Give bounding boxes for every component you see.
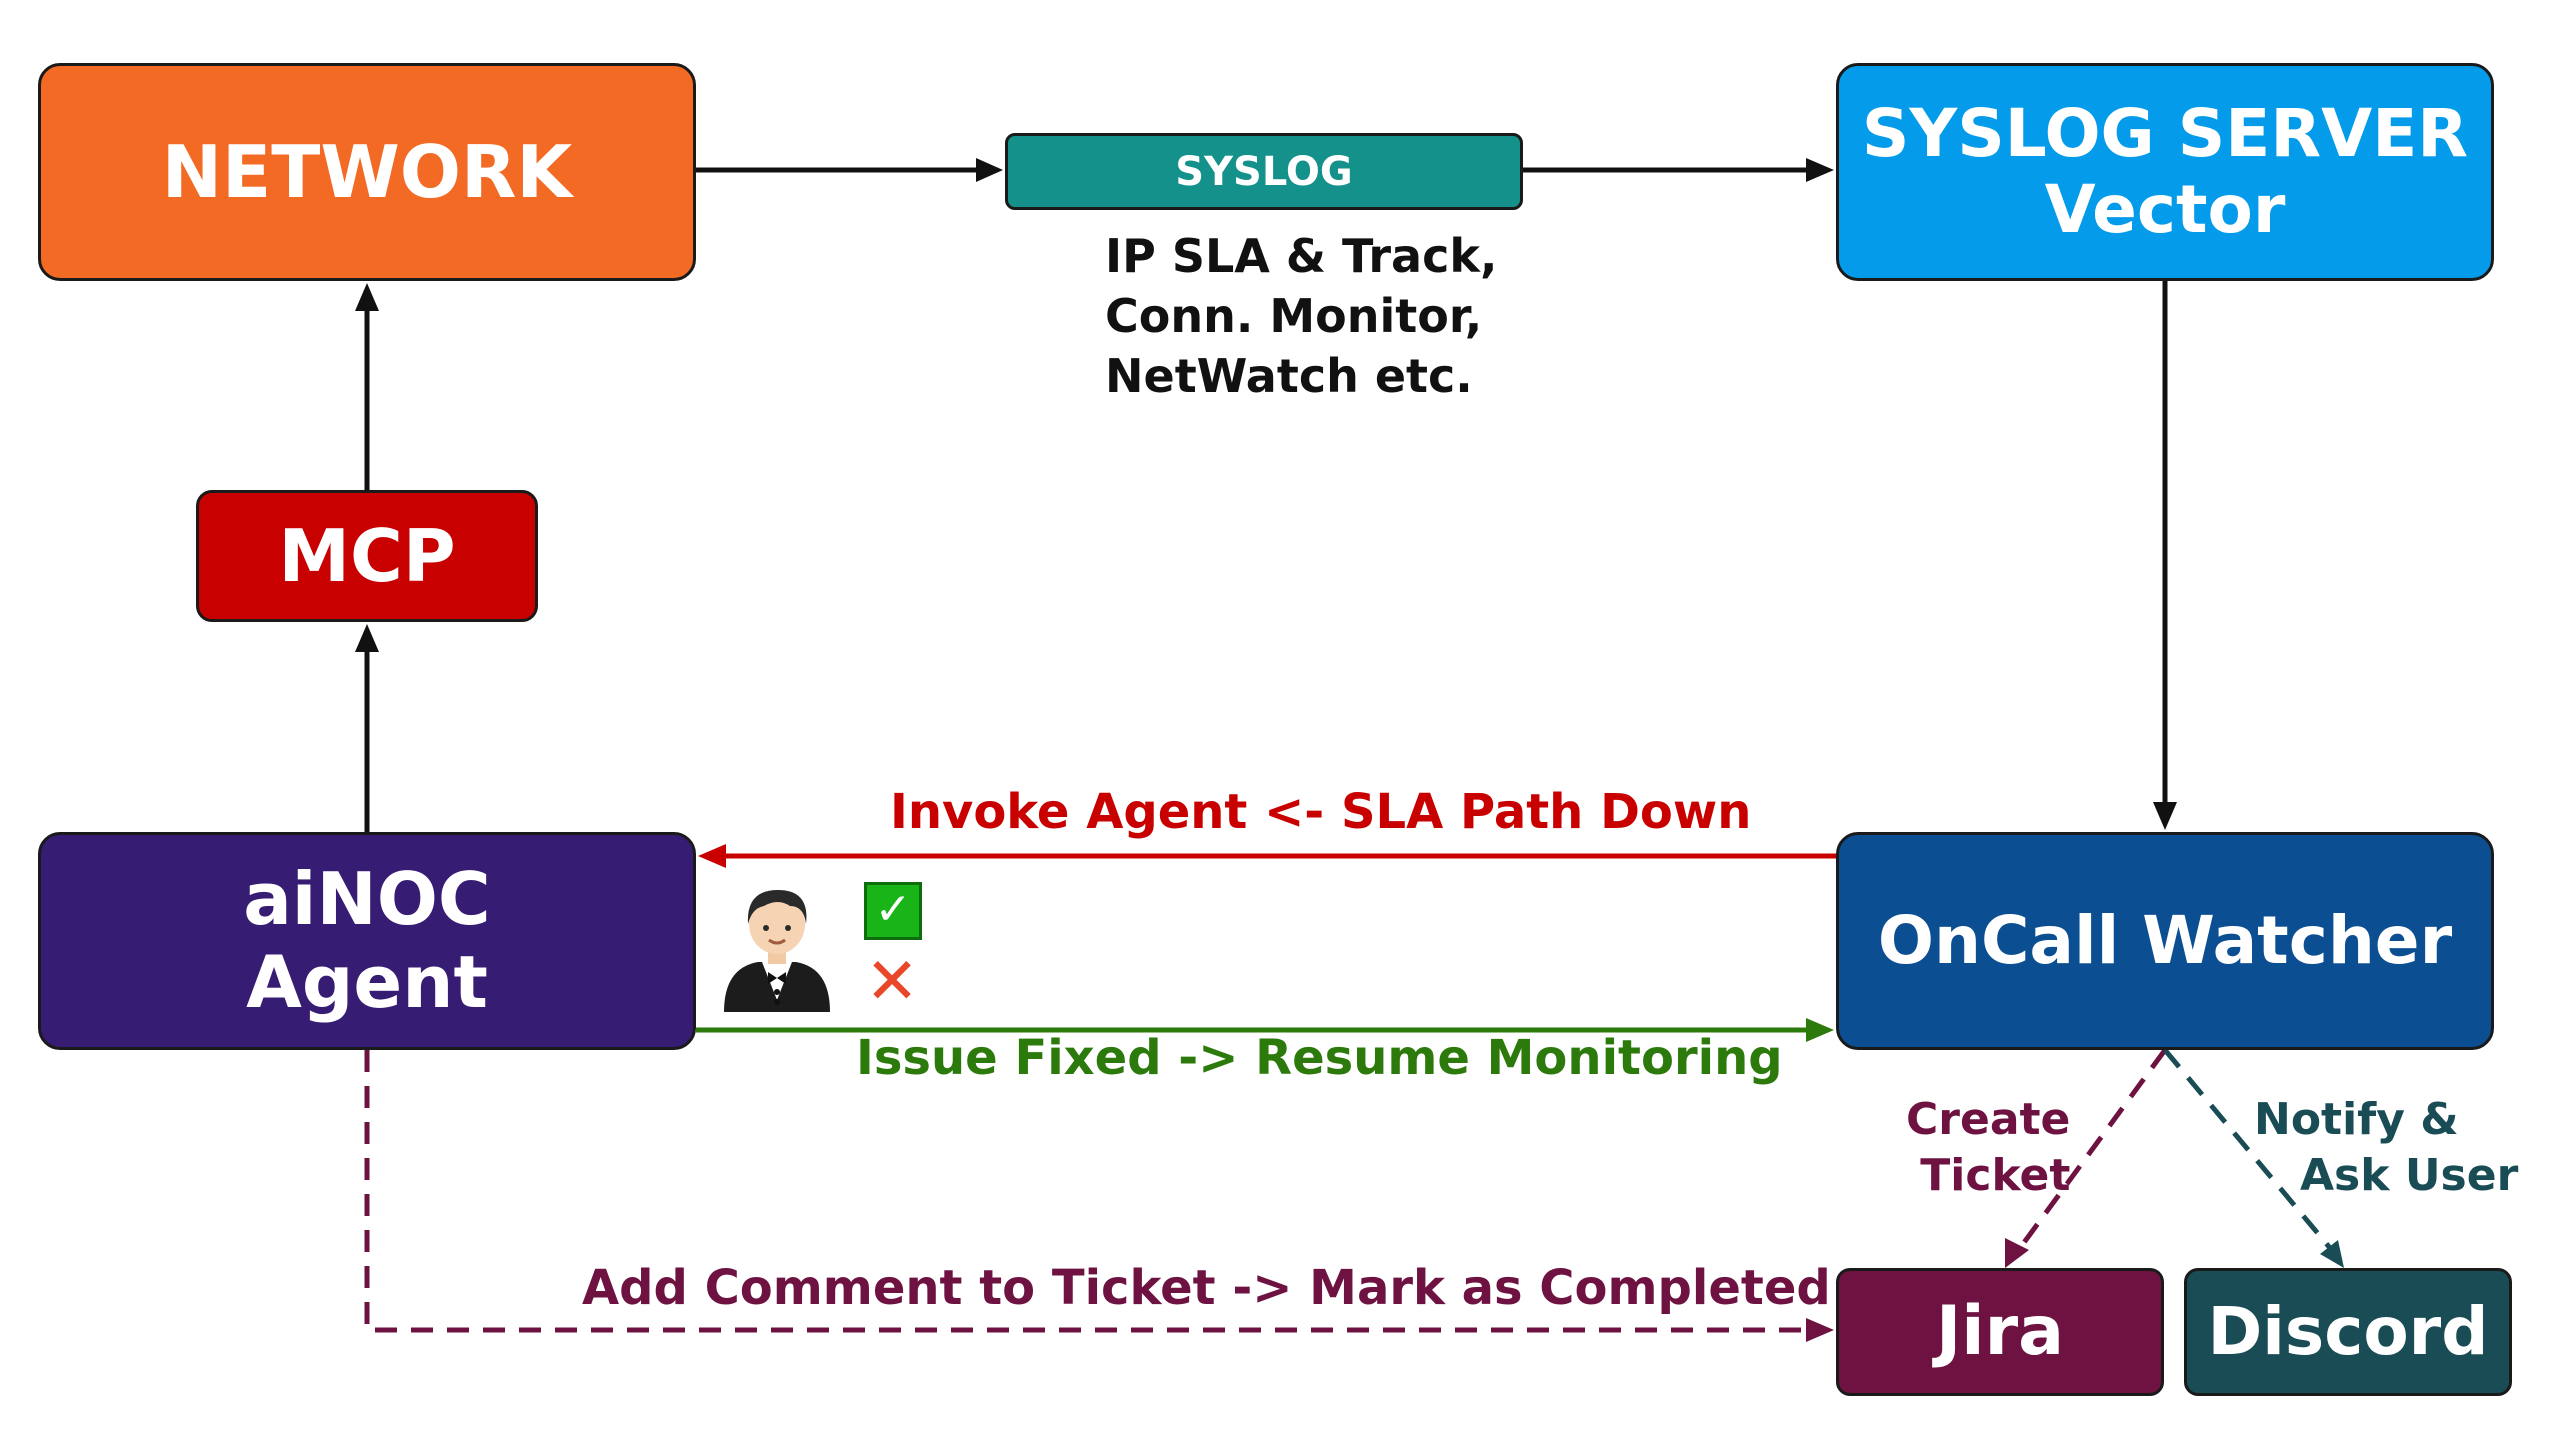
discord-node: Discord bbox=[2184, 1268, 2512, 1396]
create-ticket-line: Ticket bbox=[1920, 1150, 2071, 1201]
notify-user-label: Notify & Ask User bbox=[2254, 1092, 2518, 1204]
ainoc-agent-node: aiNOC Agent bbox=[38, 832, 696, 1050]
notify-line: Ask User bbox=[2300, 1150, 2519, 1201]
syslog-source-item: Conn. Monitor, bbox=[1105, 289, 1483, 343]
edge-create-ticket bbox=[2017, 1048, 2168, 1250]
syslog-server-node: SYSLOG SERVER Vector bbox=[1836, 63, 2494, 281]
oncall-label: OnCall Watcher bbox=[1877, 902, 2453, 980]
arrowhead bbox=[1806, 1318, 1834, 1342]
syslog-label: SYSLOG bbox=[1175, 148, 1353, 195]
invoke-agent-label: Invoke Agent <- SLA Path Down bbox=[890, 784, 1752, 840]
arrowhead bbox=[355, 283, 379, 311]
create-ticket-line: Create bbox=[1906, 1094, 2071, 1145]
syslog-server-subtitle: Vector bbox=[2044, 171, 2286, 248]
check-mark-icon: ✓ bbox=[864, 882, 922, 940]
jira-node: Jira bbox=[1836, 1268, 2164, 1396]
cross-mark-icon: ✕ bbox=[865, 945, 919, 1019]
arrowhead bbox=[2005, 1238, 2029, 1268]
arrowhead bbox=[2320, 1240, 2344, 1268]
edge-notify-user bbox=[2163, 1048, 2332, 1250]
discord-label: Discord bbox=[2207, 1293, 2489, 1371]
mcp-node: MCP bbox=[196, 490, 538, 622]
notify-line: Notify & bbox=[2254, 1094, 2459, 1145]
syslog-source-item: NetWatch etc. bbox=[1105, 349, 1473, 403]
arrowhead bbox=[976, 158, 1003, 182]
ainoc-subtitle: Agent bbox=[246, 940, 488, 1024]
syslog-server-title: SYSLOG SERVER bbox=[1861, 95, 2469, 173]
syslog-sources: IP SLA & Track, Conn. Monitor, NetWatch … bbox=[1105, 226, 1497, 406]
oncall-watcher-node: OnCall Watcher bbox=[1836, 832, 2494, 1050]
arrowhead bbox=[1806, 158, 1834, 182]
issue-fixed-label: Issue Fixed -> Resume Monitoring bbox=[856, 1030, 1783, 1086]
jira-label: Jira bbox=[1935, 1291, 2065, 1371]
mcp-label: MCP bbox=[278, 513, 456, 598]
network-node: NETWORK bbox=[38, 63, 696, 281]
arrowhead bbox=[2153, 802, 2177, 830]
network-label: NETWORK bbox=[161, 129, 573, 214]
arrowhead bbox=[355, 624, 379, 652]
edge-add-comment bbox=[364, 1050, 1810, 1333]
syslog-node: SYSLOG bbox=[1005, 133, 1523, 210]
arrowhead bbox=[1806, 1018, 1834, 1042]
man-in-tuxedo-icon bbox=[724, 890, 830, 1012]
syslog-source-item: IP SLA & Track, bbox=[1105, 229, 1498, 283]
create-ticket-label: Create Ticket bbox=[1906, 1092, 2070, 1204]
arrowhead bbox=[698, 844, 726, 868]
ainoc-title: aiNOC bbox=[243, 857, 491, 942]
add-comment-label: Add Comment to Ticket -> Mark as Complet… bbox=[582, 1260, 1831, 1316]
